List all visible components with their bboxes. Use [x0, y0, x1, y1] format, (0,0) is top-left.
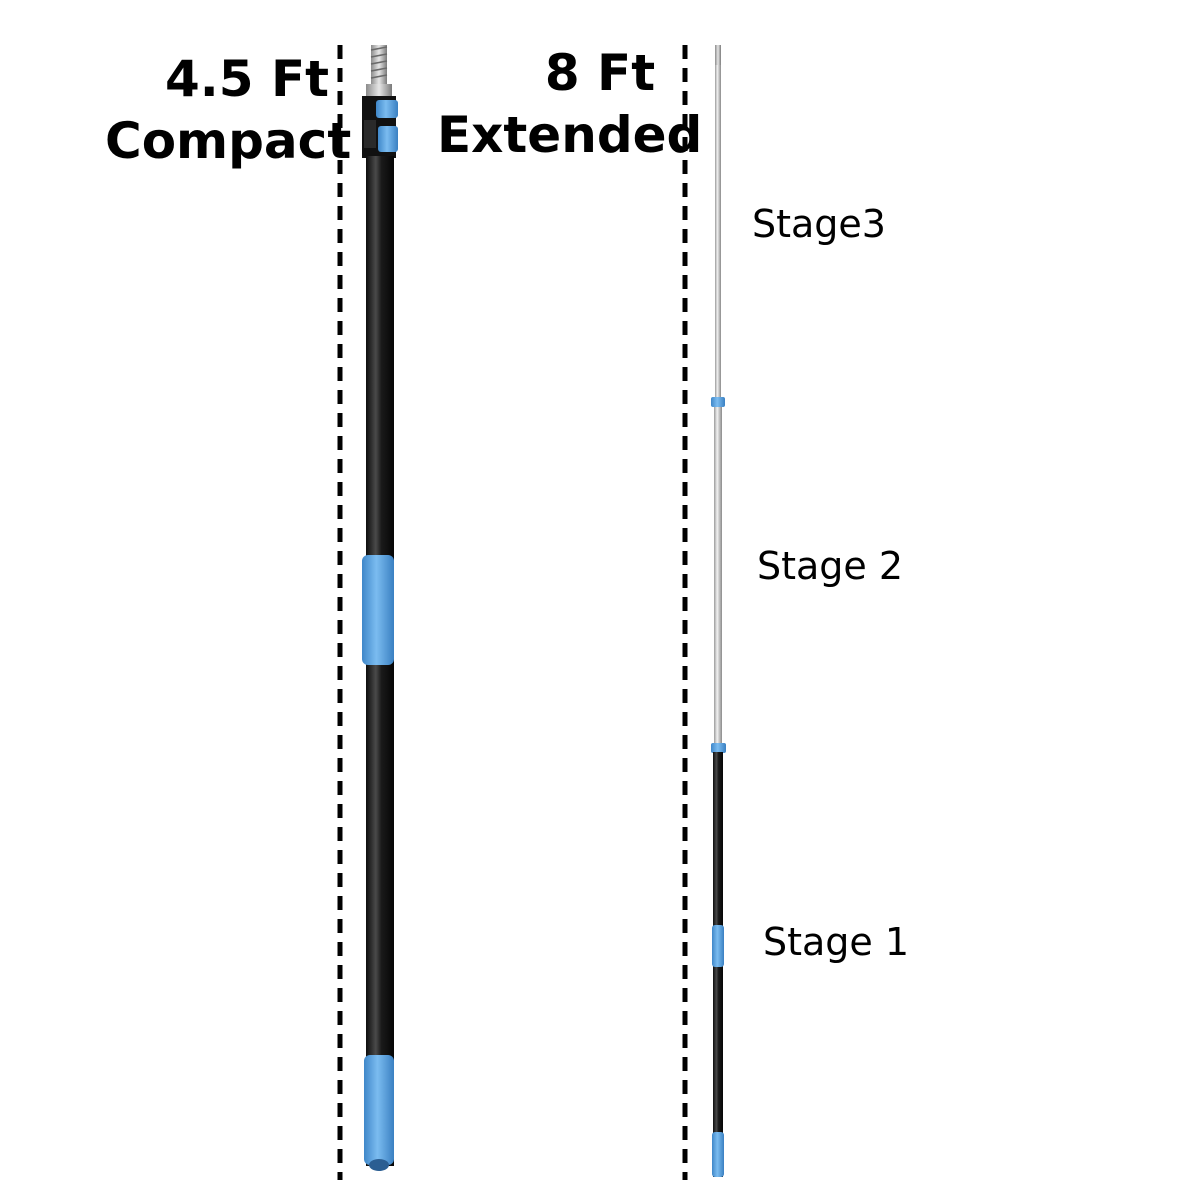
extended-middle-grip [712, 925, 724, 967]
compact-middle-grip [362, 555, 394, 665]
extended-lower-clamp [711, 743, 726, 753]
extended-pole [711, 45, 726, 1177]
stage2-label: Stage 2 [757, 544, 904, 588]
extended-stage2-section [714, 407, 722, 745]
extended-caption-label: Extended [437, 106, 703, 164]
compact-upper-clamp [376, 100, 398, 118]
compact-bottom-grip [364, 1055, 394, 1165]
compact-threaded-tip [371, 45, 387, 85]
extended-upper-clamp [711, 397, 725, 407]
compact-length-label: 4.5 Ft [165, 50, 330, 108]
stage1-label: Stage 1 [763, 920, 910, 964]
extended-bottom-grip [712, 1132, 724, 1177]
compact-caption-label: Compact [105, 112, 352, 170]
extended-threaded-tip [715, 45, 721, 67]
extended-stage3-section [715, 65, 721, 400]
compact-lower-clamp [378, 126, 398, 152]
stage3-label: Stage3 [752, 202, 886, 246]
extended-length-label: 8 Ft [544, 44, 656, 102]
compact-end-cap [369, 1159, 389, 1171]
compact-pole [362, 45, 398, 1171]
